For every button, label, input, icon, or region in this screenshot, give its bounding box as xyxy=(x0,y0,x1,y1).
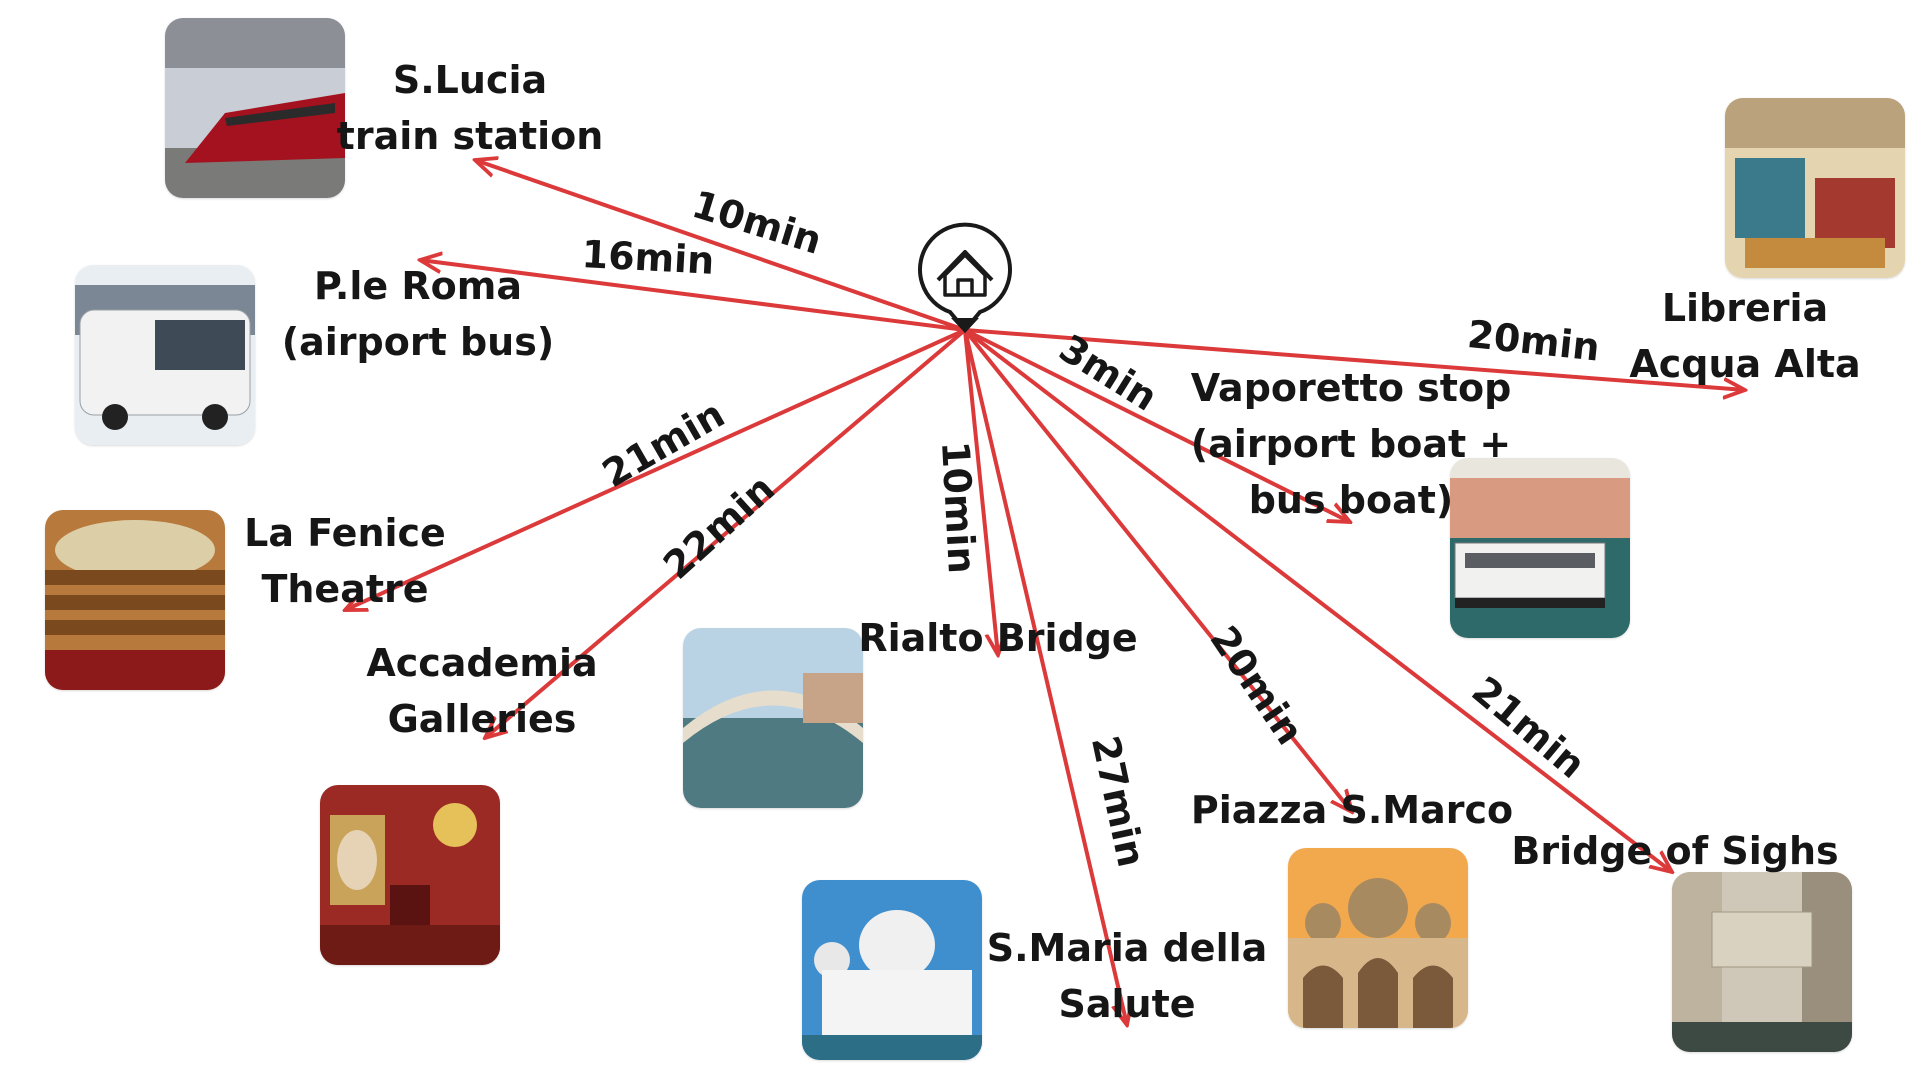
route-arrow-vaporetto xyxy=(964,328,1350,522)
san-marco-basilica-photo xyxy=(1288,848,1468,1028)
route-arrow-fenice xyxy=(345,328,966,610)
route-arrow-sighs xyxy=(963,328,1672,872)
place-label-marco: Piazza S.Marco xyxy=(1190,788,1514,832)
duration-rialto: 10min xyxy=(933,440,984,575)
route-arrow-marco xyxy=(963,328,1352,812)
airport-bus-photo xyxy=(75,265,255,445)
place-label-vaporetto: Vaporetto stop(airport boat +bus boat) xyxy=(1190,366,1512,522)
route-arrow-rialto xyxy=(963,329,998,655)
high-speed-train-photo xyxy=(165,18,345,198)
bridge-of-sighs-photo xyxy=(1672,872,1852,1052)
theatre-interior-photo xyxy=(45,510,225,690)
place-label-rialto: Rialto Bridge xyxy=(858,616,1138,660)
basilica-dome-photo xyxy=(802,880,982,1060)
duration-roma: 16min xyxy=(580,232,716,283)
rialto-bridge-photo xyxy=(683,628,863,808)
place-label-roma: P.le Roma(airport bus) xyxy=(281,264,555,364)
home-location-pin-icon xyxy=(918,222,1012,334)
route-arrow-slucia xyxy=(475,160,966,332)
gallery-room-photo xyxy=(320,785,500,965)
vaporetto-boat-photo xyxy=(1450,458,1630,638)
route-arrow-salute xyxy=(963,329,1127,1025)
bookshop-photo xyxy=(1725,98,1905,278)
route-arrow-accademia xyxy=(485,328,967,738)
place-label-sighs: Bridge of Sighs xyxy=(1511,829,1839,873)
route-arrow-roma xyxy=(420,260,966,332)
route-arrow-libreria xyxy=(964,328,1745,390)
